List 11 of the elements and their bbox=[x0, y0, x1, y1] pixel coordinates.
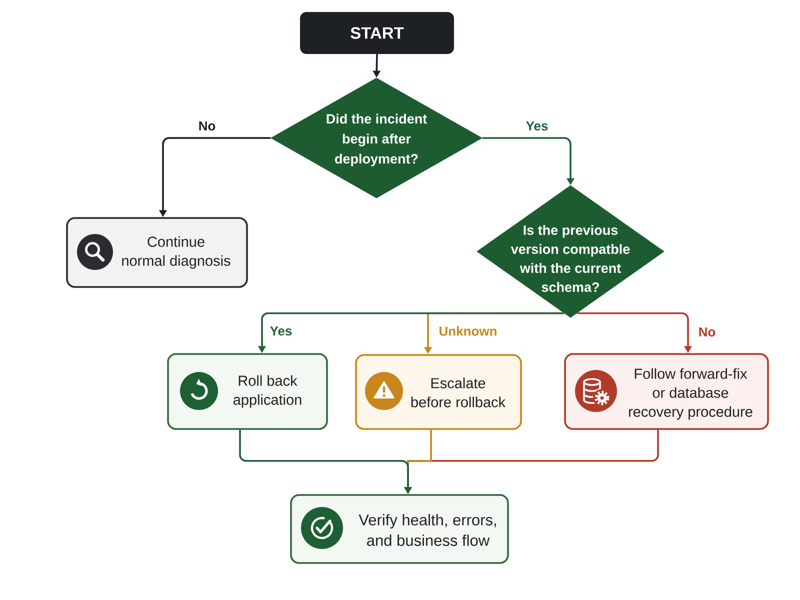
edge-label: No bbox=[196, 120, 218, 132]
process-box: Continue normal diagnosis bbox=[66, 217, 248, 288]
edge-label: Unknown bbox=[437, 324, 499, 338]
process-box: Verify health, errors, and business flow bbox=[290, 494, 509, 564]
start-box: START bbox=[300, 12, 454, 54]
edge-label: No bbox=[696, 326, 718, 338]
process-box: Escalate before rollback bbox=[355, 354, 522, 430]
edge-label: Yes bbox=[524, 120, 550, 132]
process-box: Follow forward-fix or database recovery procedure bbox=[564, 353, 769, 430]
process-box: Roll back application bbox=[167, 353, 328, 430]
edge-label: Yes bbox=[268, 324, 294, 338]
